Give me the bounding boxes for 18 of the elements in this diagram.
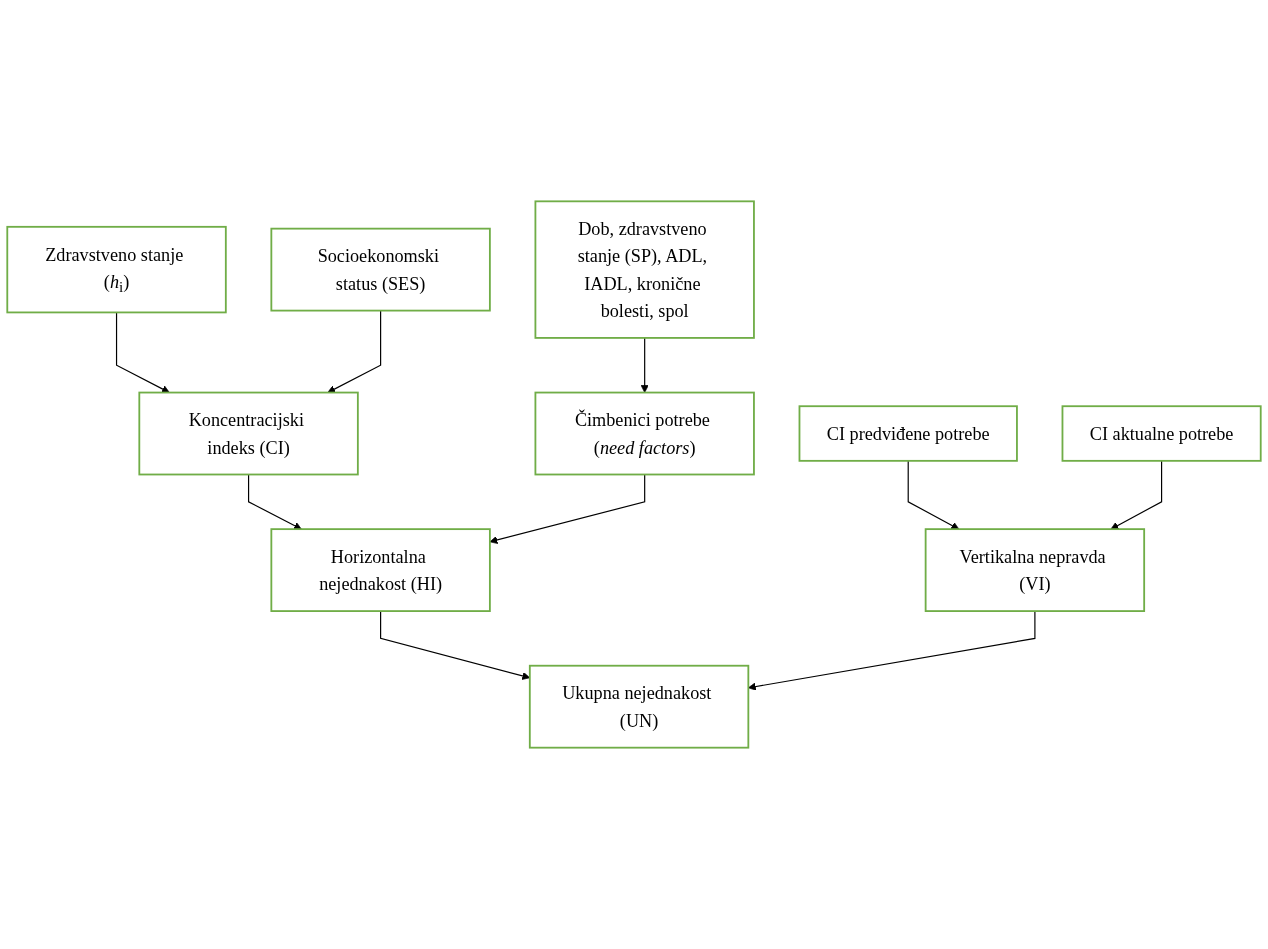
- arrow: [640, 337, 649, 393]
- node-box: Čimbenici potrebe (need factors): [534, 391, 755, 476]
- arrow: [489, 473, 646, 544]
- node-box: Zdravstveno stanje (h$_{i}$): [6, 225, 227, 314]
- node-box: Horizontalna nejednakost (HI): [270, 528, 491, 612]
- arrow: [1110, 460, 1163, 530]
- node-box: CI aktualne potrebe: [1061, 405, 1262, 462]
- arrow: [248, 473, 302, 530]
- arrow: [748, 610, 1036, 691]
- arrow: [115, 311, 170, 393]
- node-box: Ukupna nejednakost (UN): [528, 664, 750, 749]
- node-box: Koncentracijski indeks (CI): [138, 391, 359, 476]
- arrow: [327, 310, 382, 393]
- node-box: Dob, zdravstveno stanje (SP), ADL, IADL, kronične bolesti, spol: [534, 200, 755, 339]
- node-box: Socioekonomski status (SES): [270, 227, 491, 312]
- node-box: CI predviđene potrebe: [798, 405, 1018, 462]
- node-box: Vertikalna nepravda (VI): [924, 528, 1146, 612]
- arrow: [907, 460, 960, 530]
